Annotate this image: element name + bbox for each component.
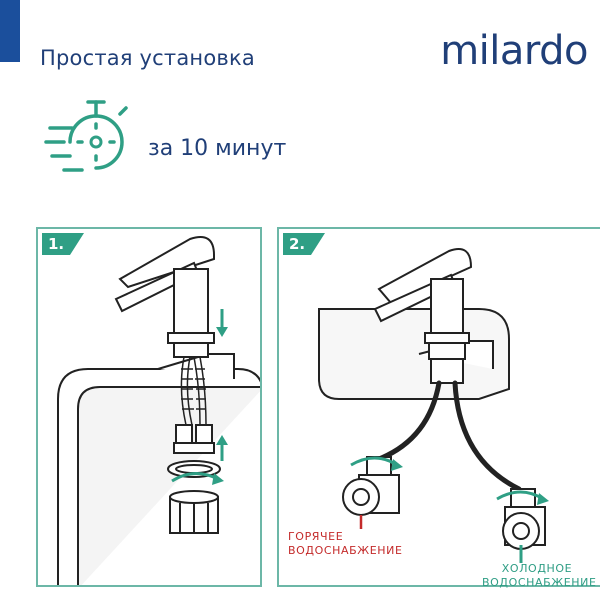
- page-title: Простая установка: [40, 46, 255, 70]
- cold-water-label: ХОЛОДНОЕ ВОДОСНАБЖЕНИЕ: [482, 562, 597, 590]
- step-1-panel: 1.: [36, 227, 262, 587]
- step-2-badge: 2.: [283, 233, 326, 255]
- hot-water-label-line2: ВОДОСНАБЖЕНИЕ: [288, 544, 403, 557]
- step-2-panel: 2.: [277, 227, 600, 587]
- step-2-illustration: [318, 248, 549, 563]
- corner-accent: [0, 0, 20, 62]
- cold-water-label-line2: ВОДОСНАБЖЕНИЕ: [482, 576, 597, 589]
- install-time-text: за 10 минут: [148, 136, 287, 161]
- hot-water-label: ГОРЯЧЕЕ ВОДОСНАБЖЕНИЕ: [288, 530, 403, 558]
- step-1-badge: 1.: [42, 233, 85, 255]
- step-1-illustration: [57, 236, 260, 585]
- cold-water-label-line1: ХОЛОДНОЕ: [501, 562, 573, 575]
- stopwatch-icon: [44, 100, 128, 172]
- brand-logo: milardo: [440, 28, 588, 74]
- hot-water-label-line1: ГОРЯЧЕЕ: [288, 530, 344, 543]
